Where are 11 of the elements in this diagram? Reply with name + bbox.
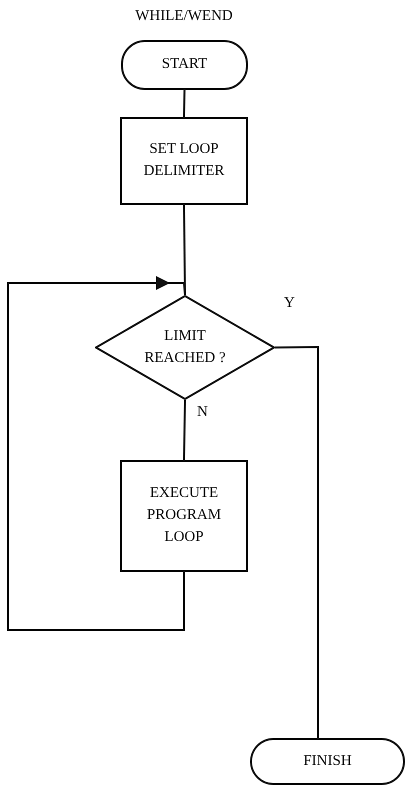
node-label: SET LOOP DELIMITER bbox=[142, 140, 226, 181]
diagram-title: WHILE/WEND bbox=[134, 8, 234, 25]
terminal-box bbox=[121, 40, 248, 90]
decision-diamond bbox=[95, 295, 275, 400]
node-label: LIMIT REACHED ? bbox=[143, 326, 227, 368]
process-box bbox=[120, 117, 248, 205]
node-label: EXECUTE PROGRAM LOOP bbox=[146, 484, 222, 547]
process-box bbox=[120, 460, 248, 572]
node-label: FINISH bbox=[303, 752, 352, 771]
node-label: START bbox=[162, 55, 208, 74]
terminal-box bbox=[250, 738, 405, 785]
